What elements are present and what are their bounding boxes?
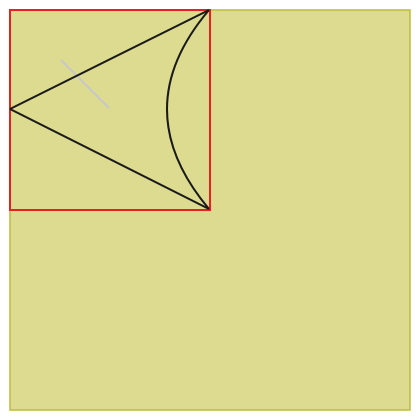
upper-edge	[9, 9, 210, 110]
lower-edge	[9, 108, 210, 210]
accent-segment	[60, 59, 110, 109]
curved-edge	[166, 9, 210, 210]
